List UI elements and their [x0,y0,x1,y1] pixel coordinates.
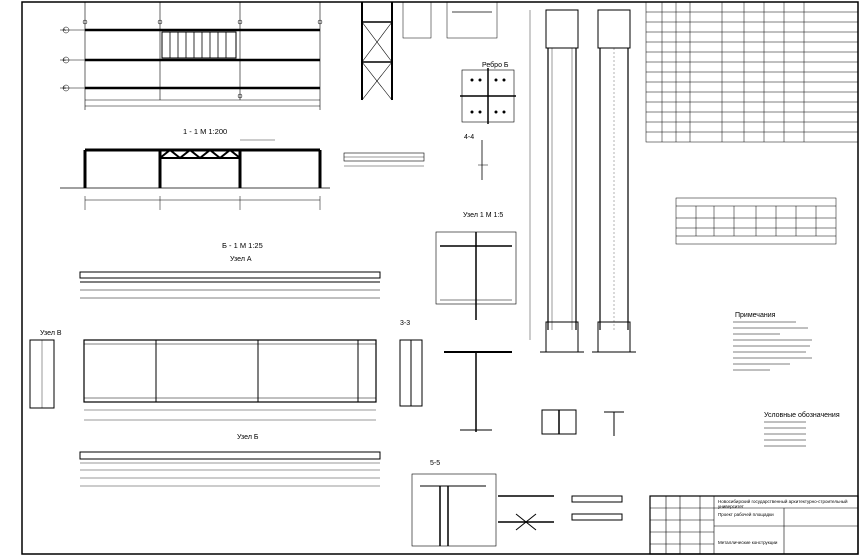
axis-mark: Б [63,57,66,62]
rib-detail-label: Ребро Б [482,62,509,69]
bracing-elevation [361,1,498,101]
sheet-frame [21,1,859,555]
knot-v-label: Узел В [40,330,62,337]
notes-title: Примечания [735,312,776,319]
joint-detail [435,231,517,432]
legend-block [764,421,806,447]
knot-b-label: Узел Б [237,434,259,441]
beam-b1-title: Б - 1 М 1:25 [222,241,263,250]
specification-table [645,1,859,143]
section-4-4-label: 4-4 [464,134,475,141]
axis-mark: А [63,27,66,32]
legend-title: Условные обозначения [764,412,840,419]
sheet-subject: Металлические конструкции [718,540,778,545]
project-name: Проект рабочей площадки [718,512,774,517]
node-detail [460,68,516,180]
section-5-5-label: 5-5 [430,460,441,467]
institution-name: Новосибирский государственный архитектур… [718,499,848,510]
frame-section [60,139,330,210]
cross-section [411,409,624,547]
beam-fragment [343,152,425,167]
floor-plan [60,2,323,110]
knot-detail-label: Узел 1 М 1:5 [463,212,504,219]
steel-table [675,197,837,245]
knot-a-label: Узел А [230,256,252,263]
section-1-1-label: 1 - 1 М 1:200 [183,127,228,136]
section-3-3-label: 3-3 [400,320,411,327]
notes-block [733,321,812,371]
columns [529,9,636,353]
beam-b1 [29,271,423,487]
axis-mark: В [63,85,66,90]
title-block-frame [649,495,859,555]
